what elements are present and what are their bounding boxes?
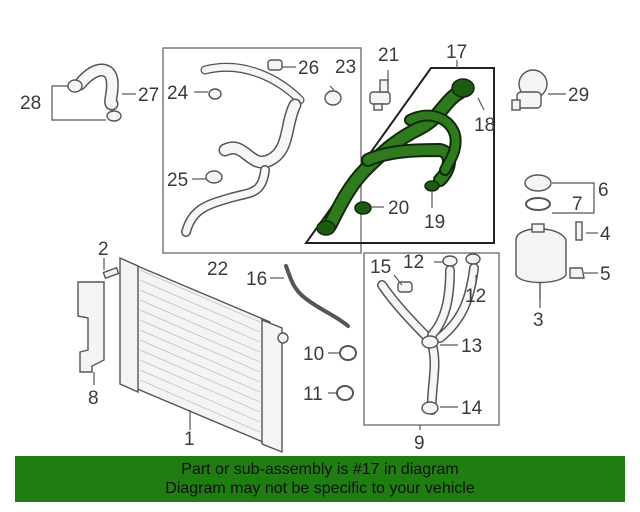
callout-28: 28	[20, 93, 41, 114]
radiator	[119, 256, 289, 454]
expansion-tank-3	[515, 228, 567, 284]
coolant-hose-assembly-17	[316, 78, 475, 236]
info-banner: Part or sub-assembly is #17 in diagram D…	[15, 456, 625, 502]
callout-22: 22	[207, 259, 228, 280]
callout-24: 24	[167, 83, 189, 104]
banner-line-2: Diagram may not be specific to your vehi…	[165, 480, 475, 497]
banner-line-1: Part or sub-assembly is #17 in diagram	[181, 461, 459, 478]
callout-11: 11	[303, 384, 323, 405]
callouts: 1 2 3 4 5 6 7 8 9 10 11 12 12 13 14 15 1…	[20, 42, 611, 454]
callout-6: 6	[598, 180, 609, 201]
callout-26: 26	[298, 58, 319, 79]
callout-18: 18	[474, 115, 495, 136]
group-box-9	[363, 252, 500, 426]
hose-27	[67, 63, 122, 122]
connector-21	[369, 79, 391, 111]
callout-5: 5	[600, 264, 611, 285]
callout-4: 4	[600, 224, 611, 245]
bolt-4	[575, 221, 583, 241]
cap-6	[524, 174, 552, 192]
pipe-16	[284, 264, 350, 328]
callout-14: 14	[461, 398, 483, 419]
callout-16: 16	[246, 269, 267, 290]
callout-12b: 12	[465, 286, 486, 307]
callout-7: 7	[572, 194, 583, 215]
callout-23: 23	[335, 57, 356, 78]
callout-1: 1	[184, 429, 195, 450]
callout-9: 9	[414, 433, 425, 454]
seal-7	[525, 197, 551, 211]
clip-5	[569, 267, 585, 279]
callout-8: 8	[88, 388, 99, 409]
callout-15: 15	[370, 257, 391, 278]
hose-group-9	[377, 253, 481, 415]
group-box-22	[162, 47, 362, 254]
leader-lines	[51, 60, 598, 430]
callout-20: 20	[388, 198, 409, 219]
o-ring-11	[336, 385, 354, 401]
hose-group-22	[181, 59, 342, 237]
callout-10: 10	[303, 344, 324, 365]
bracket	[77, 281, 105, 373]
callout-17: 17	[446, 42, 467, 63]
callout-3: 3	[533, 310, 544, 331]
callout-27: 27	[138, 85, 159, 106]
bolt-2	[102, 266, 120, 280]
callout-2: 2	[98, 239, 109, 260]
callout-25: 25	[167, 170, 188, 191]
callout-12a: 12	[403, 252, 424, 273]
o-ring-10	[339, 345, 357, 361]
callout-19: 19	[424, 212, 445, 233]
pump-29	[511, 69, 548, 111]
callout-29: 29	[568, 85, 589, 106]
callout-13: 13	[461, 336, 482, 357]
callout-21: 21	[378, 45, 399, 66]
